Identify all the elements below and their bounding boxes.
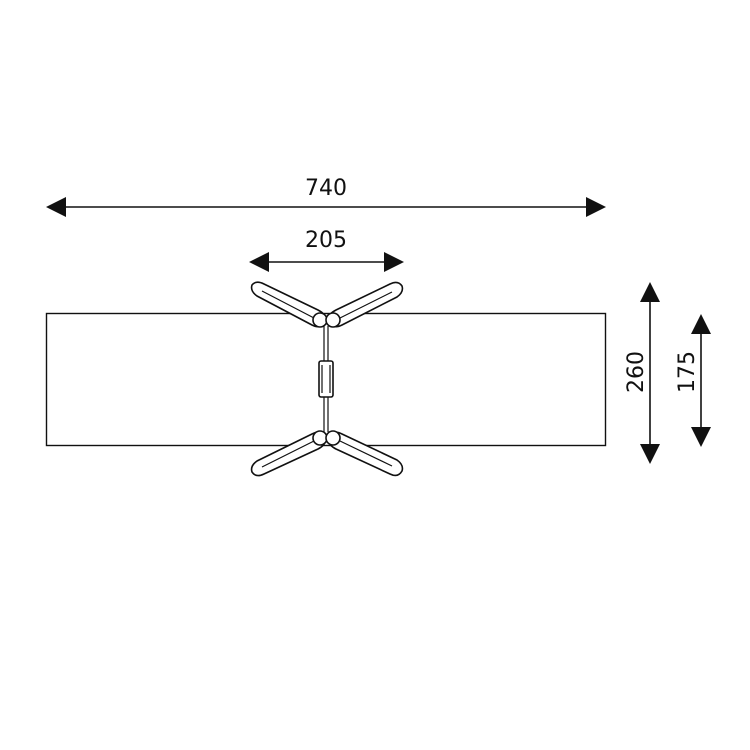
leg-span-dimension: 205 [249,228,404,272]
beam-connector [318,360,334,398]
left-arrowhead [249,252,269,272]
overall-length-label: 740 [305,176,347,201]
leg-span-label: 205 [305,228,347,253]
top-right-hub [325,312,341,328]
top-arrowhead [691,314,711,334]
top-left-hub [312,312,328,328]
center-beam [318,326,334,432]
overall-height-dimension: 260 [624,282,660,464]
top-leg-assembly [250,281,404,328]
left-arrowhead [46,197,66,217]
top-depth-label: 175 [675,351,700,393]
bottom-right-hub [325,430,341,446]
right-arrowhead [586,197,606,217]
bottom-arrowhead [640,444,660,464]
top-arrowhead [640,282,660,302]
overall-height-label: 260 [624,351,649,393]
overall-length-dimension: 740 [46,176,606,217]
bottom-arrowhead [691,427,711,447]
right-arrowhead [384,252,404,272]
top-depth-dimension: 175 [675,314,711,447]
bottom-left-hub [312,430,328,446]
bottom-leg-assembly [250,430,404,477]
